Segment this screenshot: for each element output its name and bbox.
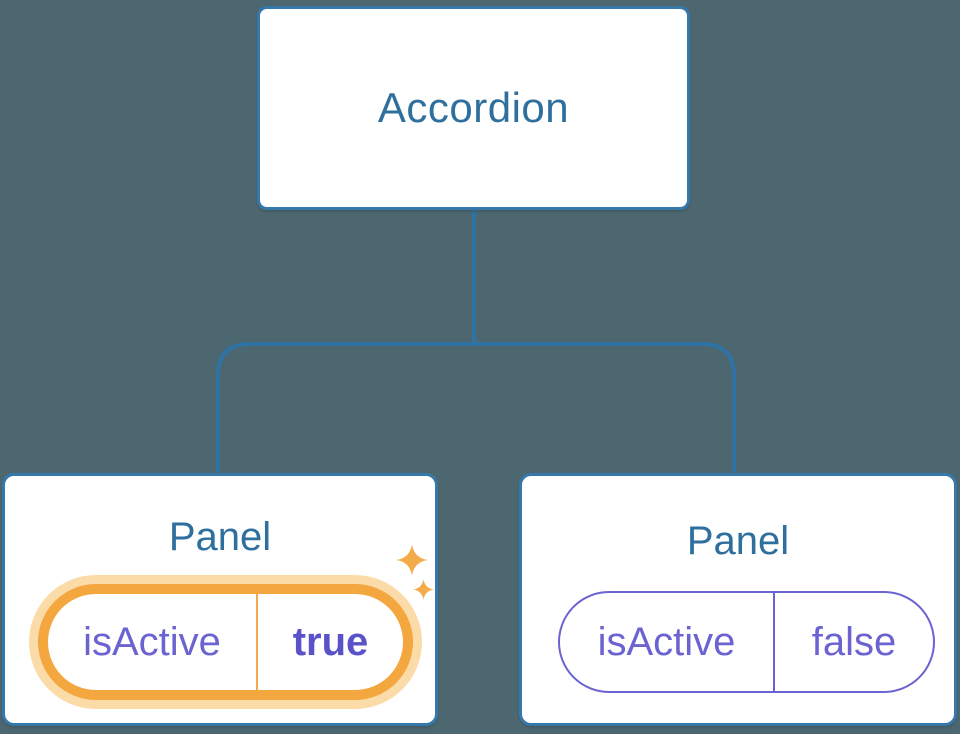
state-name-label: isActive [597, 620, 736, 664]
state-pill-active: isActive true [38, 584, 413, 700]
state-name-label: isActive [83, 620, 221, 664]
state-value-label: true [292, 620, 369, 664]
panel-label: Panel [168, 515, 272, 559]
sparkle-icon [413, 579, 434, 600]
state-name-cell: isActive [560, 593, 775, 691]
state-pill-inactive: isActive false [558, 591, 935, 693]
state-name-cell: isActive [48, 594, 258, 690]
panel-node-active: Panel isActive true [2, 473, 438, 726]
accordion-node: Accordion [257, 6, 690, 210]
panel-node-inactive: Panel isActive false [519, 473, 957, 726]
sparkle-icon [396, 544, 428, 576]
panel-label: Panel [686, 519, 790, 563]
state-value-cell: true [258, 594, 403, 690]
state-value-label: false [811, 620, 897, 664]
state-value-cell: false [775, 593, 933, 691]
accordion-label: Accordion [377, 84, 570, 131]
